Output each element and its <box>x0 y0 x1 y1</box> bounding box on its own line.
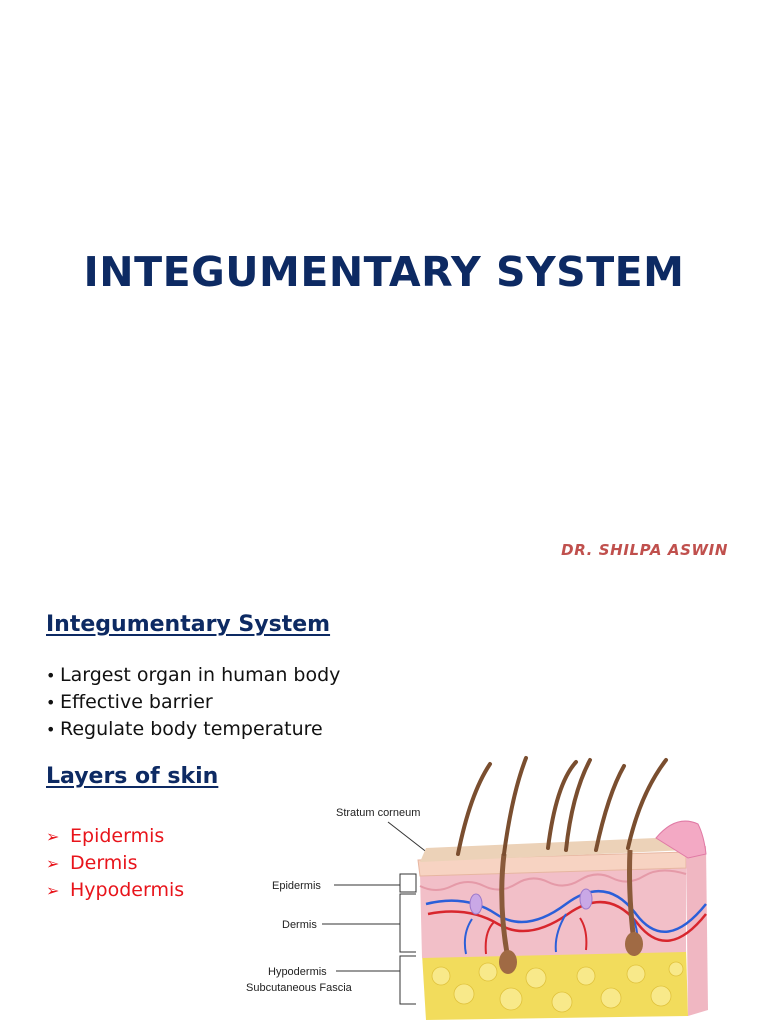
bullet-list: •Largest organ in human body •Effective … <box>46 662 340 743</box>
layer-text: Hypodermis <box>70 879 185 901</box>
hair-shafts <box>456 756 668 856</box>
author-name: DR. SHILPA ASWIN <box>561 541 728 559</box>
skin-side <box>686 846 708 1016</box>
subcutaneous-fascia-label: Subcutaneous Fascia <box>246 982 353 994</box>
layers-list: ➢ Epidermis ➢ Dermis ➢ Hypodermis <box>46 823 184 904</box>
bullet-item: •Effective barrier <box>46 689 340 716</box>
stratum-corneum-label: Stratum corneum <box>336 807 420 819</box>
arrow-bullet-icon: ➢ <box>46 827 60 846</box>
fat-cells <box>431 961 684 1013</box>
content-slide: Integumentary System •Largest organ in h… <box>0 588 768 1024</box>
epidermis-label: Epidermis <box>272 880 321 892</box>
bullet-text: Regulate body temperature <box>60 718 323 740</box>
papillary-ridge <box>419 869 687 891</box>
title-slide: INTEGUMENTARY SYSTEM DR. SHILPA ASWIN <box>83 248 728 559</box>
bullet-text: Largest organ in human body <box>60 664 341 686</box>
layer-item: ➢ Epidermis <box>46 823 184 850</box>
hypodermis-label: Hypodermis <box>268 966 327 978</box>
dermis-bracket <box>399 893 416 953</box>
layers-heading: Layers of skin <box>46 764 219 789</box>
artery-branches <box>484 917 588 955</box>
layer-text: Dermis <box>70 852 138 874</box>
skin-flap <box>655 820 707 859</box>
section-heading: Integumentary System <box>46 612 331 637</box>
artery <box>427 900 707 942</box>
bullet-dot-icon: • <box>46 693 56 712</box>
slide-title: INTEGUMENTARY SYSTEM <box>83 248 685 296</box>
skin-diagram: Stratum corneum Epidermis Dermis Hypoder… <box>246 756 708 1020</box>
layer-item: ➢ Hypodermis <box>46 877 184 904</box>
layer-text: Epidermis <box>70 825 165 847</box>
layer-item: ➢ Dermis <box>46 850 184 877</box>
skin-surface <box>420 838 688 862</box>
bullet-dot-icon: • <box>46 720 56 739</box>
arrow-bullet-icon: ➢ <box>46 854 60 873</box>
dermis-label: Dermis <box>282 919 317 931</box>
bullet-item: •Largest organ in human body <box>46 662 340 689</box>
epidermis-bracket <box>399 873 417 893</box>
hypodermis-bracket <box>399 955 416 1005</box>
skin-block <box>417 756 708 1020</box>
bullet-item: •Regulate body temperature <box>46 716 340 743</box>
bullet-dot-icon: • <box>46 666 56 685</box>
bullet-text: Effective barrier <box>60 691 213 713</box>
arrow-bullet-icon: ➢ <box>46 881 60 900</box>
hair-follicles <box>469 849 643 974</box>
